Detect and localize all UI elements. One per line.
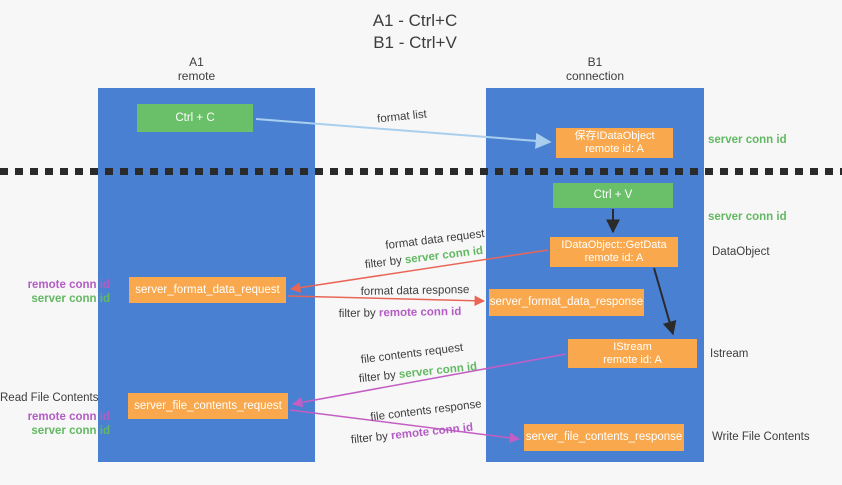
annotation-server-conn-id-top: server conn id	[708, 134, 787, 146]
annotation-server-conn-id-upper: server conn id	[31, 293, 110, 305]
lane-a1-role: remote	[177, 69, 216, 83]
lane-a1-name: A1	[189, 55, 204, 69]
edge-label-file-contents-request: file contents request	[360, 341, 464, 367]
node-ctrl-v: Ctrl + V	[553, 183, 673, 208]
edge-label-file-contents-response: file contents response	[369, 398, 483, 424]
lane-b1-role: connection	[565, 69, 625, 83]
server-conn-id-key: server conn id	[398, 360, 478, 381]
annotation-remote-conn-id-lower: remote conn id	[27, 411, 110, 423]
annotation-read-file-contents: Read File Contents	[0, 392, 99, 404]
title-line-2: B1 - Ctrl+V	[373, 33, 457, 52]
diagram-title: A1 - Ctrl+C B1 - Ctrl+V	[320, 10, 510, 54]
filter-by-text: filter by	[350, 430, 392, 447]
annotation-dataobject: DataObject	[712, 246, 770, 258]
lane-b1-header: B1 connection	[486, 55, 704, 83]
node-save-idataobject: 保存IDataObject remote id: A	[556, 128, 673, 158]
node-server-file-contents-response: server_file_contents_response	[524, 424, 684, 451]
edge-label-format-data-response: format data response	[360, 284, 470, 298]
node-istream-title: IStream	[613, 340, 652, 353]
node-idataobject-getdata-remote-id: remote id: A	[584, 252, 644, 264]
edge-label-format-data-response-filter: filter by remote conn id	[339, 306, 462, 320]
lane-b1-name: B1	[587, 55, 603, 69]
annotation-istream: Istream	[710, 348, 749, 360]
edge-label-format-data-request-filter: filter by server conn id	[364, 245, 483, 271]
node-server-file-contents-request: server_file_contents_request	[128, 393, 288, 419]
node-istream-remote-id: remote id: A	[603, 353, 662, 366]
node-idataobject-getdata-title: IDataObject::GetData	[561, 239, 667, 251]
node-server-format-data-request: server_format_data_request	[129, 277, 286, 303]
title-line-1: A1 - Ctrl+C	[372, 11, 458, 30]
filter-by-text: filter by	[364, 254, 406, 272]
node-idataobject-getdata: IDataObject::GetData remote id: A	[550, 237, 678, 267]
remote-conn-id-key: remote conn id	[378, 305, 462, 320]
annotation-remote-conn-id-upper: remote conn id	[27, 279, 110, 291]
dashed-divider	[0, 168, 842, 175]
annotation-server-conn-id-lower: server conn id	[31, 425, 110, 437]
remote-conn-id-key: remote conn id	[390, 421, 474, 443]
edge-label-format-list: format list	[376, 108, 428, 126]
node-ctrl-c: Ctrl + C	[137, 104, 253, 132]
filter-by-text: filter by	[338, 307, 380, 321]
edge-label-file-contents-request-filter: filter by server conn id	[358, 361, 477, 385]
node-save-idataobject-remote-id: remote id: A	[585, 143, 644, 155]
filter-by-text: filter by	[358, 369, 400, 386]
edge-label-file-contents-response-filter: filter by remote conn id	[350, 422, 473, 447]
node-server-format-data-response: server_format_data_response	[489, 289, 644, 316]
node-istream: IStream remote id: A	[568, 339, 697, 368]
node-save-idataobject-title: 保存IDataObject	[574, 130, 655, 142]
annotation-write-file-contents: Write File Contents	[712, 431, 810, 443]
lane-a1-header: A1 remote	[88, 55, 305, 83]
annotation-server-conn-id-mid: server conn id	[708, 211, 787, 223]
